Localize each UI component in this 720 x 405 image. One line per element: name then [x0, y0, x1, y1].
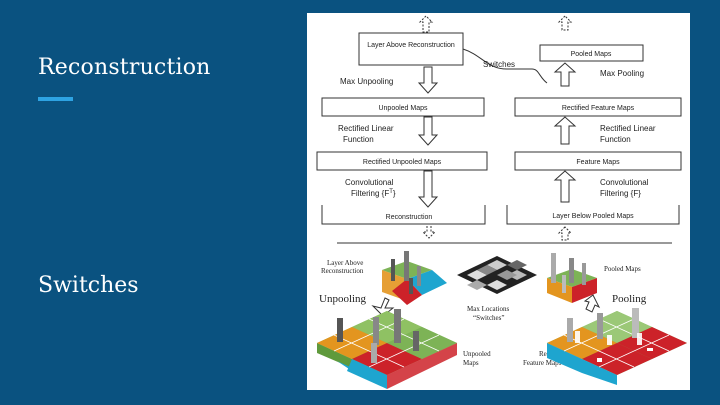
arrow-down-1 — [417, 66, 439, 94]
label-conv-filtering-left: Convolutional Filtering {FT} — [345, 178, 396, 198]
arrow-up-1 — [553, 62, 577, 87]
label-conv-filtering-right: Convolutional Filtering {F} — [600, 178, 651, 198]
top-dashed-arrow-right — [557, 15, 573, 31]
arrow-up-3 — [553, 170, 577, 203]
unpooled-map-large — [317, 309, 457, 389]
arrow-down-2 — [417, 116, 439, 146]
label-max-locations: Max Locations “Switches” — [467, 305, 511, 322]
box-pooled-maps — [539, 44, 644, 62]
arrow-up-2 — [553, 116, 577, 145]
box-layer-above-reconstruction — [358, 32, 464, 66]
arrow-pooling — [583, 294, 601, 313]
label-unpooled-maps: Unpooled Maps — [378, 105, 428, 112]
switches-connector — [462, 48, 548, 84]
deconvnet-figure: Layer Above Reconstruction Pooled Maps S… — [307, 13, 690, 390]
box-rectified-unpooled-maps — [316, 151, 488, 171]
top-dashed-arrow-left — [418, 15, 434, 33]
pooled-map-small-left — [382, 251, 447, 305]
box-unpooled-maps — [321, 97, 485, 117]
label-rectified-unpooled-maps: Rectified Unpooled Maps — [363, 159, 442, 166]
bottom-dashed-arrow-right — [557, 226, 573, 241]
arrow-down-3 — [417, 170, 439, 208]
switch-grid — [457, 256, 537, 294]
bottom-dashed-arrow-left — [421, 226, 437, 239]
box-layer-below-pooled-maps — [506, 205, 680, 225]
label-rectified-linear-left: Rectified Linear Function — [338, 124, 396, 144]
label-layer-above-reconstruction: Layer Above Reconstruction — [367, 42, 455, 49]
label-reconstruction: Reconstruction — [386, 214, 433, 221]
label-pooling: Pooling — [612, 293, 647, 305]
label-rectified-feature-maps: Rectified Feature Maps — [562, 105, 635, 112]
label-layer-below-pooled-maps: Layer Below Pooled Maps — [552, 213, 634, 220]
label-unpooling: Unpooling — [319, 293, 367, 305]
slide-title: Reconstruction — [38, 55, 211, 80]
label-pooled-maps: Pooled Maps — [571, 51, 612, 58]
label-switches: Switches — [483, 60, 515, 69]
label-feature-maps: Feature Maps — [576, 159, 620, 166]
deconvnet-diagram: Layer Above Reconstruction Pooled Maps S… — [316, 15, 687, 389]
label-rectified-linear-right: Rectified Linear Function — [600, 124, 658, 144]
box-reconstruction — [321, 205, 486, 225]
title-accent-bar — [38, 97, 73, 101]
box-feature-maps — [514, 151, 682, 171]
box-rectified-feature-maps — [514, 97, 682, 117]
label-max-pooling: Max Pooling — [600, 69, 644, 78]
rectified-feature-map-large — [547, 308, 687, 385]
pooled-map-small-right — [547, 253, 597, 303]
label-max-unpooling: Max Unpooling — [340, 77, 393, 86]
label-bottom-layer-above: Layer Above Reconstruction — [321, 259, 365, 275]
slide-subtitle: Switches — [38, 273, 139, 298]
label-bottom-unpooled-maps: Unpooled Maps — [463, 350, 492, 367]
label-bottom-pooled-maps: Pooled Maps — [604, 265, 641, 273]
